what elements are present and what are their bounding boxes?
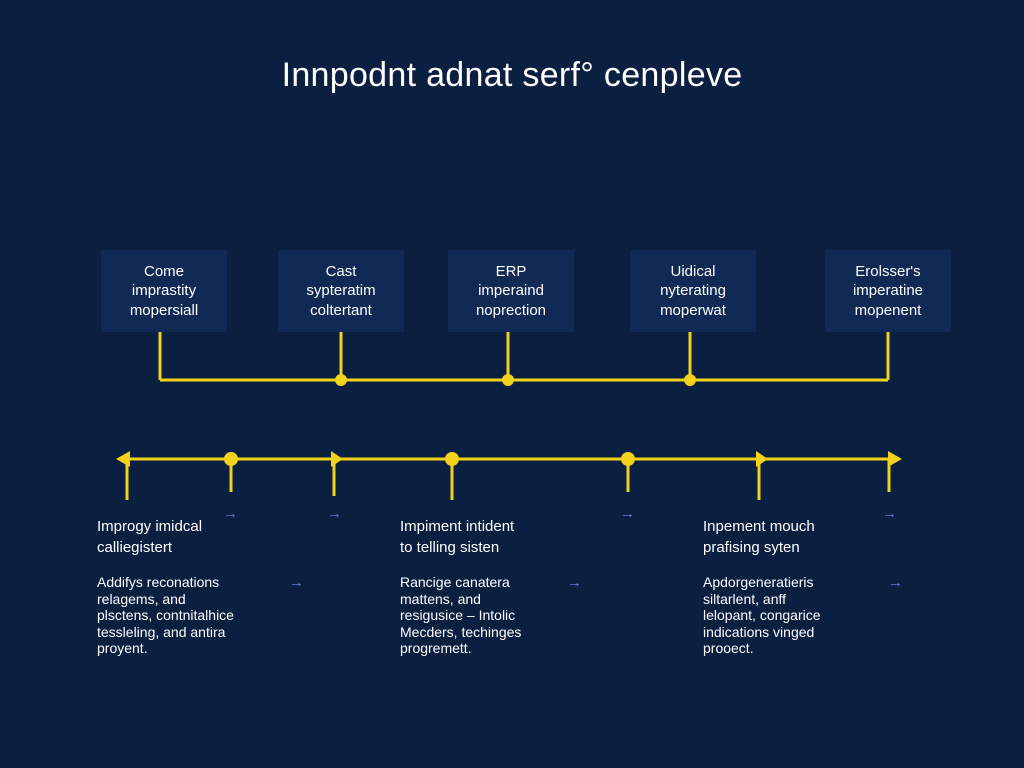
stage-box-4: Uidical nyterating moperwat: [630, 250, 756, 332]
stage-box-1: Come imprastity mopersiall: [101, 250, 227, 332]
stage-box-3: ERP imperaind noprection: [448, 250, 574, 332]
stage-box-1-label: Come imprastity mopersiall: [129, 262, 199, 319]
stage-box-2: Cast sypteratim coltertant: [278, 250, 404, 332]
column-3-body: Apdorgeneratieris siltarlent, anff lelop…: [703, 574, 821, 656]
arrow-icon: →: [567, 574, 582, 591]
top-bracket-connector: [158, 332, 890, 382]
top-node-3: [684, 374, 696, 386]
arrow-icon: →: [327, 505, 342, 522]
column-3-heading: Inpement mouch prafising syten: [703, 518, 815, 556]
timeline-node-1: [224, 452, 238, 466]
timeline-axis: [124, 457, 894, 500]
arrow-icon: →: [223, 505, 238, 522]
column-1-body: Addifys reconations relagems, and plscte…: [97, 574, 234, 656]
column-2-body: Rancige canatera mattens, and resigusice…: [400, 574, 522, 656]
arrow-icon: →: [882, 505, 897, 522]
arrow-icon: →: [289, 574, 304, 591]
timeline-node-4: [621, 452, 635, 466]
timeline-start-arrowhead: [116, 451, 130, 467]
timeline-markers: [116, 451, 902, 467]
column-2-heading: Impiment intident to telling sisten: [400, 518, 515, 556]
timeline-node-2: [331, 451, 343, 467]
stage-box-5-label: Erolsser's imperatine mopenent: [852, 262, 924, 319]
arrow-icon: →: [888, 574, 903, 591]
timeline-end-arrowhead: [888, 451, 902, 467]
stage-box-2-label: Cast sypteratim coltertant: [306, 262, 376, 319]
top-node-1: [335, 374, 347, 386]
arrow-icon: →: [620, 505, 635, 522]
timeline-node-3: [445, 452, 459, 466]
stage-box-4-label: Uidical nyterating moperwat: [660, 262, 726, 319]
timeline-node-5: [756, 451, 768, 467]
top-node-2: [502, 374, 514, 386]
stage-box-3-label: ERP imperaind noprection: [475, 262, 547, 319]
top-bus-nodes: [335, 374, 696, 386]
diagram-title: Innpodnt adnat serf° cenpleve: [281, 56, 743, 94]
stage-box-5: Erolsser's imperatine mopenent: [825, 250, 951, 332]
column-1-heading: Improgy imidcal calliegistert: [97, 518, 203, 556]
